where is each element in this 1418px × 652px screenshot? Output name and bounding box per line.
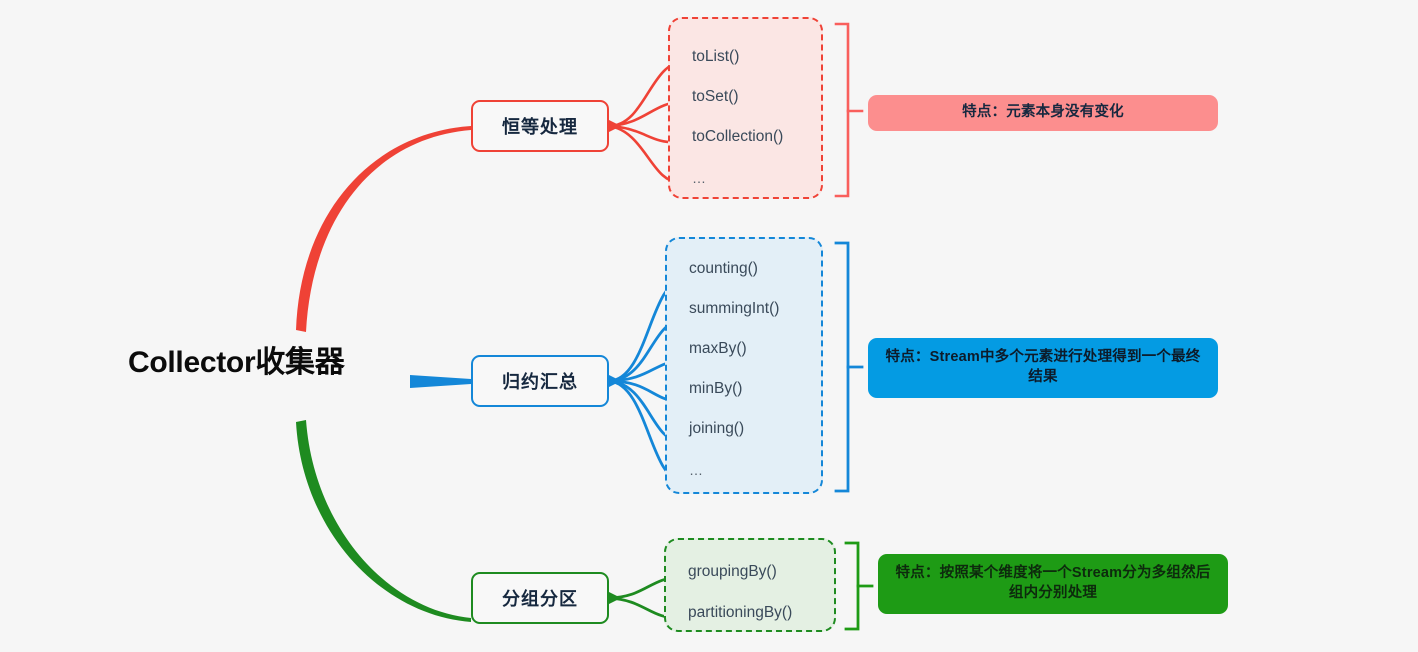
- branch-node-reduce-label: 归约汇总: [502, 372, 578, 392]
- branch-node-reduce[interactable]: 归约汇总: [471, 355, 609, 407]
- feature-badge-reduce-text: 特点：Stream中多个元素进行处理得到一个最终结果: [885, 349, 1201, 385]
- leaf-item[interactable]: …: [692, 170, 707, 186]
- feature-badge-grouping-text: 特点：按照某个维度将一个Stream分为多组然后组内分别处理: [895, 565, 1211, 601]
- leaf-item[interactable]: …: [689, 462, 704, 478]
- reduce-arrowhead: [609, 375, 621, 387]
- feature-badge-identity: 特点：元素本身没有变化: [868, 95, 1218, 131]
- leaf-item[interactable]: maxBy(): [689, 340, 747, 357]
- leaf-item[interactable]: counting(): [689, 260, 758, 277]
- leaf-container-identity: toList() toSet() toCollection() …: [668, 17, 823, 199]
- leaf-item[interactable]: toSet(): [692, 88, 739, 105]
- identity-bracket: [834, 22, 864, 198]
- leaf-item[interactable]: toCollection(): [692, 128, 784, 145]
- root-title: Collector收集器: [128, 346, 345, 379]
- root-to-grouping-connector: [296, 420, 471, 622]
- branch-node-grouping-label: 分组分区: [502, 589, 578, 609]
- leaf-container-reduce: counting() summingInt() maxBy() minBy() …: [665, 237, 823, 494]
- branch-node-identity[interactable]: 恒等处理: [471, 100, 609, 152]
- root-to-reduce-connector: [410, 375, 471, 388]
- leaf-item[interactable]: toList(): [692, 48, 740, 65]
- leaf-item[interactable]: minBy(): [689, 380, 743, 397]
- branch-node-identity-label: 恒等处理: [502, 117, 578, 137]
- leaf-item[interactable]: summingInt(): [689, 300, 780, 317]
- leaf-item[interactable]: joining(): [689, 420, 745, 437]
- feature-badge-grouping: 特点：按照某个维度将一个Stream分为多组然后组内分别处理: [878, 554, 1228, 614]
- leaf-container-grouping: groupingBy() partitioningBy(): [664, 538, 836, 632]
- grouping-bracket: [844, 541, 874, 631]
- reduce-bracket: [834, 241, 864, 493]
- root-to-identity-connector: [296, 126, 471, 332]
- feature-badge-identity-text: 特点：元素本身没有变化: [962, 104, 1124, 121]
- grouping-arrowhead: [609, 592, 621, 604]
- branch-node-grouping[interactable]: 分组分区: [471, 572, 609, 624]
- identity-arrowhead: [609, 120, 621, 132]
- leaf-item[interactable]: partitioningBy(): [688, 604, 793, 621]
- leaf-item[interactable]: groupingBy(): [688, 563, 777, 580]
- feature-badge-reduce: 特点：Stream中多个元素进行处理得到一个最终结果: [868, 338, 1218, 398]
